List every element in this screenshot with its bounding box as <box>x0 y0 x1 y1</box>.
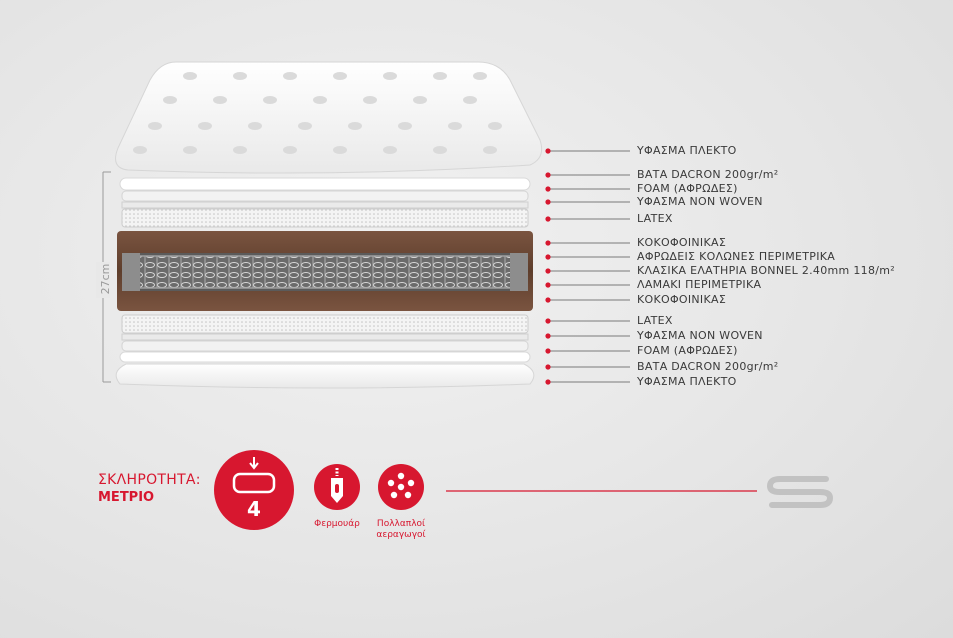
height-bracket <box>96 171 111 383</box>
tuft <box>383 72 397 80</box>
tuft <box>463 96 477 104</box>
leader-dot <box>545 318 551 324</box>
lower-comfort-layers <box>115 314 535 389</box>
tuft <box>363 96 377 104</box>
leader-dot <box>545 216 551 222</box>
layer-label: LATEX <box>637 314 673 327</box>
leader-dot <box>545 282 551 288</box>
upper-comfort-layers <box>119 177 531 228</box>
foam-column-left <box>122 253 140 291</box>
hardness-4-icon <box>214 450 294 530</box>
layer-label: ΚΛΑΣΙΚΑ ΕΛΑΤΗΡΙΑ BONNEL 2.40mm 118/m² <box>637 264 895 277</box>
height-dimension: 27cm <box>99 263 112 295</box>
vents-caption-line1: Πολλαπλοί <box>376 519 426 529</box>
tuft <box>483 146 497 154</box>
tuft <box>433 72 447 80</box>
hardness-level: 4 <box>247 497 261 521</box>
leader-lines <box>545 148 630 385</box>
tuft <box>283 146 297 154</box>
tuft <box>148 122 162 130</box>
foam-column-right <box>510 253 528 291</box>
quilted-top-layer <box>115 61 543 174</box>
hardness-value: ΜΕΤΡΙΟ <box>98 490 155 505</box>
tuft <box>248 122 262 130</box>
layer-label: ΥΦΑΣΜΑ NON WOVEN <box>637 329 763 342</box>
tuft <box>383 146 397 154</box>
tuft <box>413 96 427 104</box>
leader-dot <box>545 240 551 246</box>
tuft <box>333 72 347 80</box>
brand-logo-icon <box>766 476 834 508</box>
tuft <box>313 96 327 104</box>
leader-dot <box>545 186 551 192</box>
layer-label: ΛΑΜΑΚΙ ΠΕΡΙΜΕΤΡΙΚΑ <box>637 278 762 291</box>
zipper-icon <box>314 464 360 510</box>
leader-dot <box>545 333 551 339</box>
tuft <box>488 122 502 130</box>
layer-label: FOAM (ΑΦΡΩΔΕΣ) <box>637 344 738 357</box>
layer-label: ΑΦΡΩΔΕΙΣ ΚΟΛΩΝΕΣ ΠΕΡΙΜΕΤΡΙΚΑ <box>637 250 836 263</box>
vents-caption-line2: αεραγωγοί <box>376 530 426 540</box>
layer-label: ΥΦΑΣΜΑ ΠΛΕΚΤΟ <box>637 375 737 388</box>
leader-dot <box>545 199 551 205</box>
hardness-title: ΣΚΛΗΡΟΤΗΤΑ: <box>98 472 201 488</box>
layer-label: ΥΦΑΣΜΑ ΠΛΕΚΤΟ <box>637 144 737 157</box>
tuft <box>213 96 227 104</box>
tuft <box>283 72 297 80</box>
tuft <box>198 122 212 130</box>
leader-dot <box>545 148 551 154</box>
leader-dot <box>545 254 551 260</box>
layer-label: ΥΦΑΣΜΑ NON WOVEN <box>637 195 763 208</box>
leader-dot <box>545 172 551 178</box>
layer-label: ΚΟΚΟΦΟΙΝΙΚΑΣ <box>637 293 727 306</box>
tuft <box>348 122 362 130</box>
tuft <box>298 122 312 130</box>
tuft <box>473 72 487 80</box>
tuft <box>333 146 347 154</box>
leader-dot <box>545 364 551 370</box>
tuft <box>448 122 462 130</box>
layer-label: ΒΑΤΑ DACRON 200gr/m² <box>637 360 779 373</box>
tuft <box>183 72 197 80</box>
tuft <box>433 146 447 154</box>
tuft <box>163 96 177 104</box>
spring-core <box>117 231 533 311</box>
tuft <box>233 146 247 154</box>
leader-dot <box>545 348 551 354</box>
tuft <box>233 72 247 80</box>
layer-label: ΒΑΤΑ DACRON 200gr/m² <box>637 168 779 181</box>
leader-dot <box>545 268 551 274</box>
layer-label: LATEX <box>637 212 673 225</box>
tuft <box>263 96 277 104</box>
zipper-caption: Φερμουάρ <box>314 519 360 529</box>
tuft <box>183 146 197 154</box>
leader-dot <box>545 297 551 303</box>
air-vents-icon <box>378 464 424 510</box>
tuft <box>398 122 412 130</box>
layer-label: FOAM (ΑΦΡΩΔΕΣ) <box>637 182 738 195</box>
layer-label: ΚΟΚΟΦΟΙΝΙΚΑΣ <box>637 236 727 249</box>
leader-dot <box>545 379 551 385</box>
tuft <box>133 146 147 154</box>
